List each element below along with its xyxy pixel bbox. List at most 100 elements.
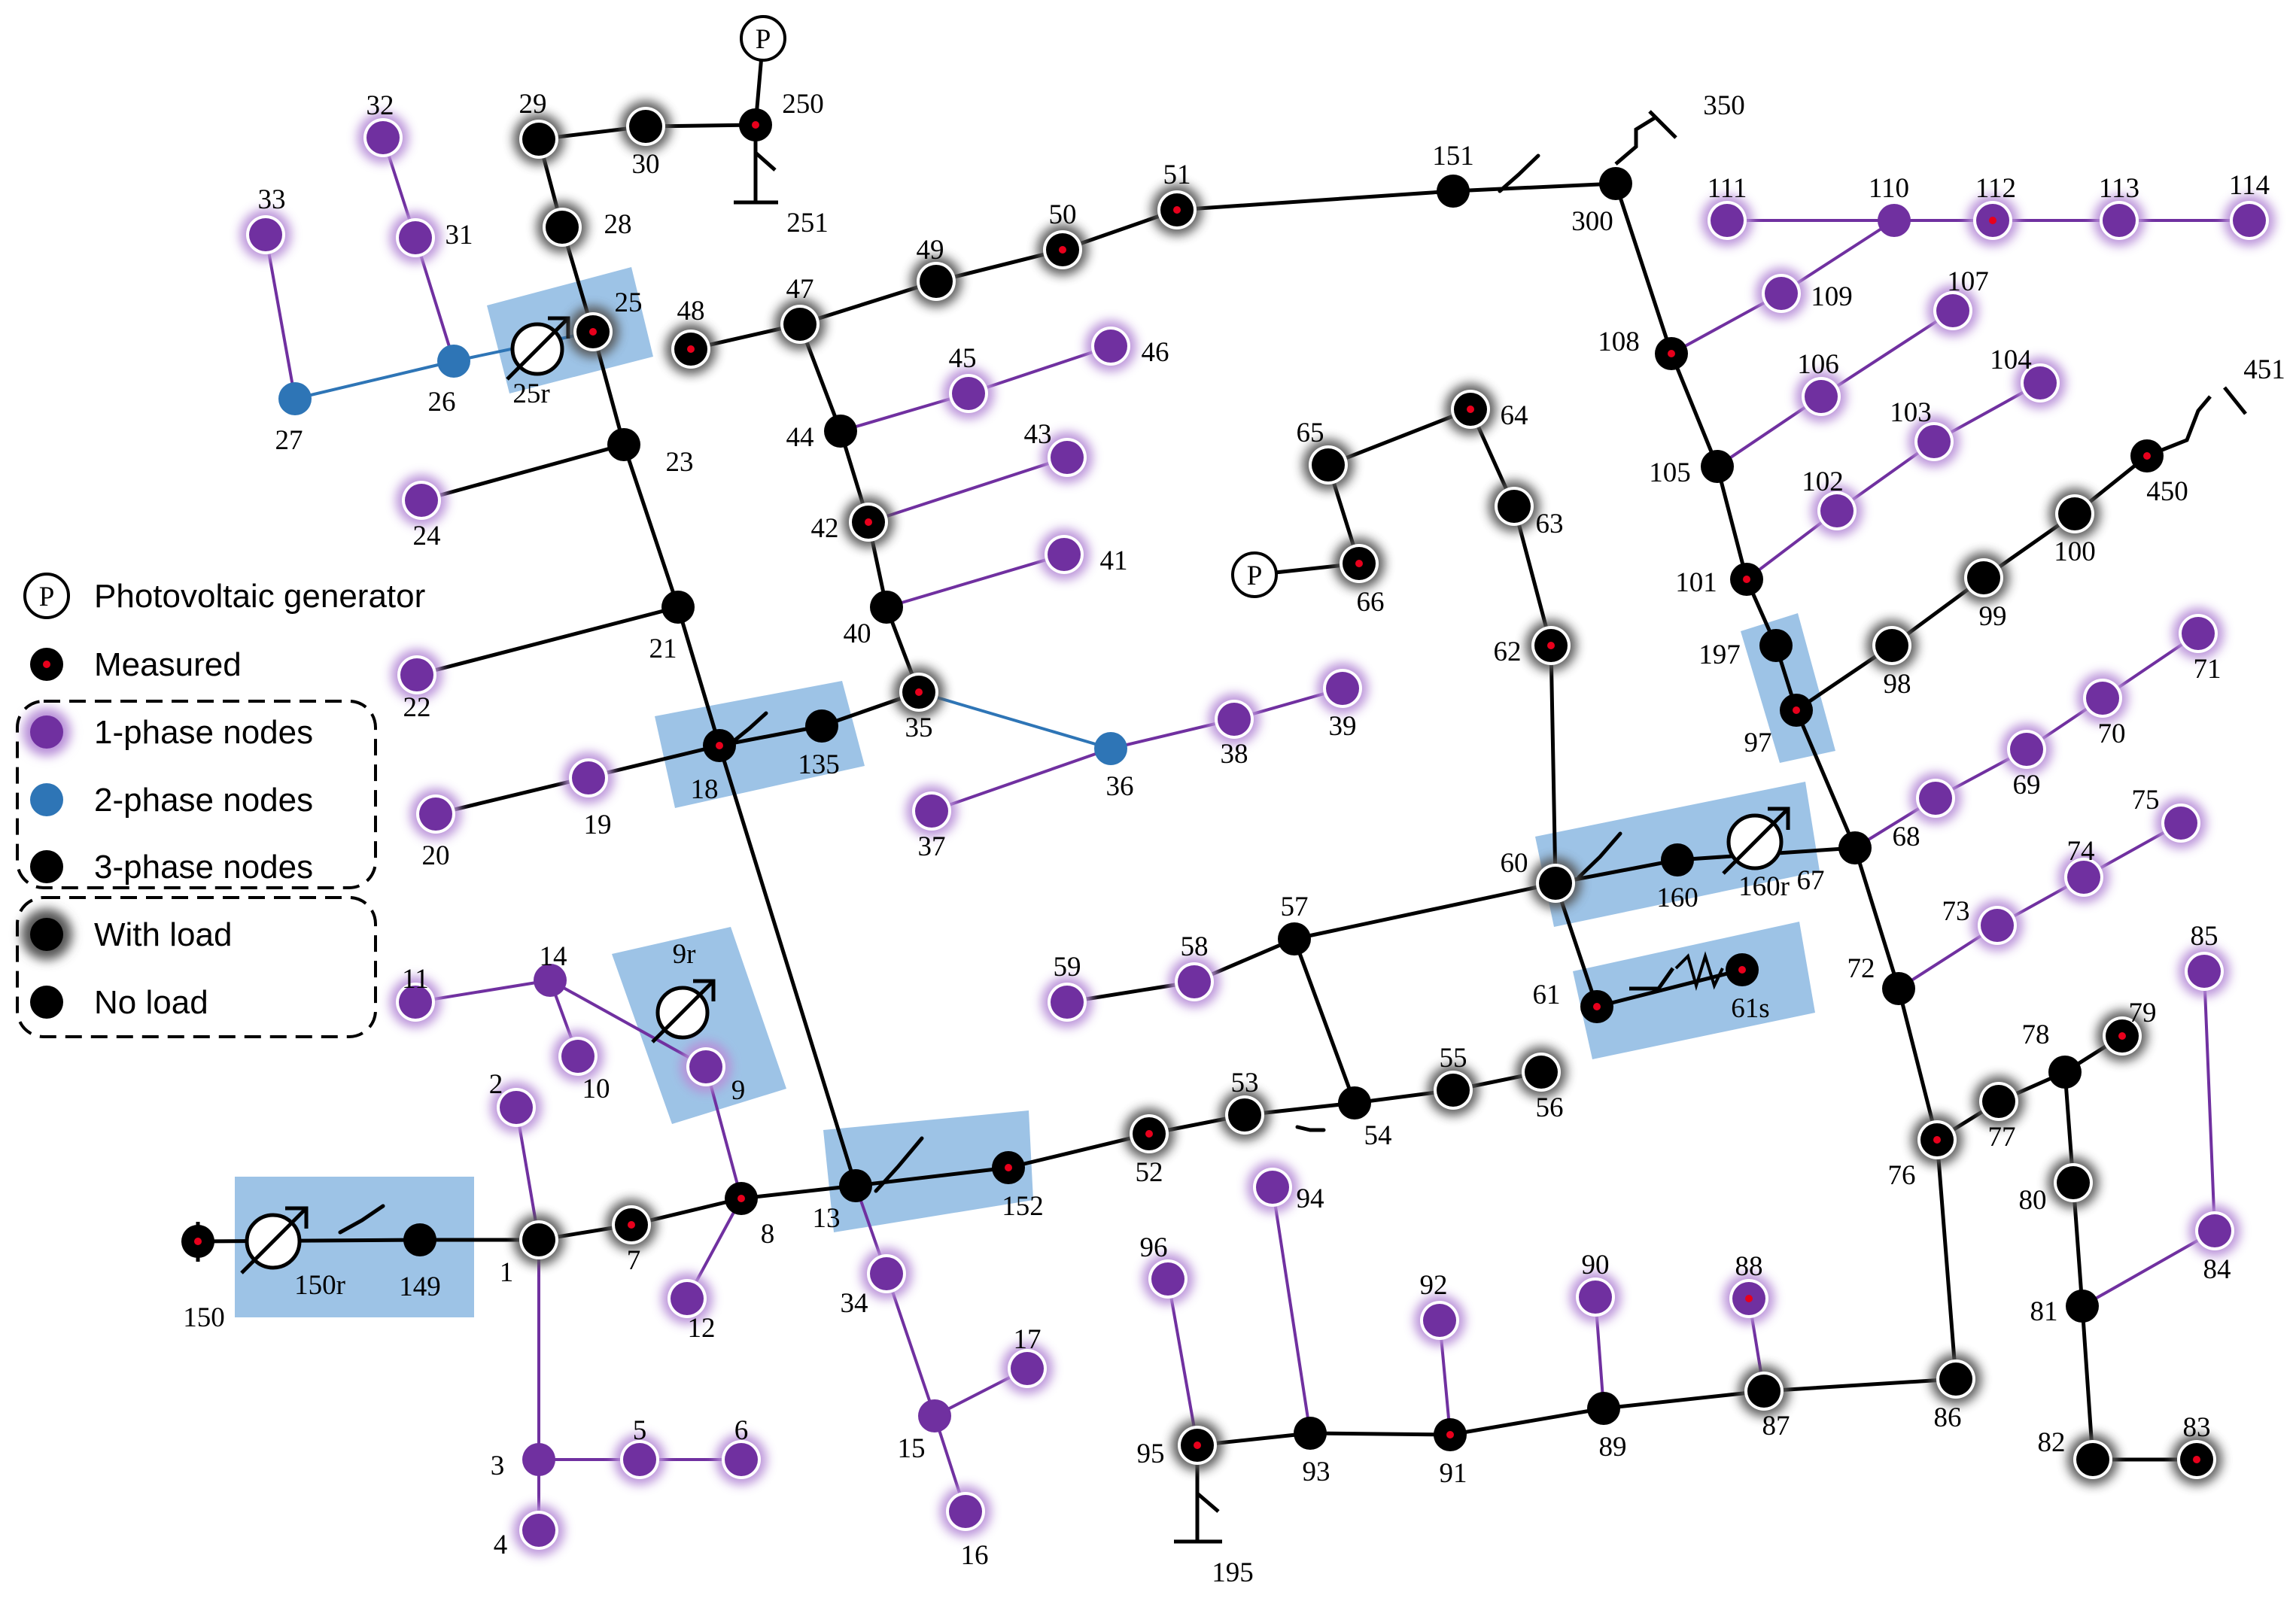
svg-text:P: P [39,582,55,612]
measured-marker [716,742,723,749]
line-18-21 [676,605,722,748]
measured-marker [1355,560,1363,567]
bus-label-151: 151 [1432,141,1474,172]
bus-node-107 [1927,285,1978,336]
measured-marker [1145,1130,1153,1138]
bus-label-152: 152 [1002,1191,1044,1222]
bus-node-18 [703,729,736,762]
regulator-arrow-25r [506,317,570,381]
bus-node-58 [1169,956,1220,1007]
measured-marker [1668,350,1675,357]
bus-node-56 [1516,1047,1567,1098]
line-23-24 [419,442,626,503]
switches-and-regulators: PP [182,15,2247,1544]
bus-label-22: 22 [403,692,431,723]
bus-label-31: 31 [446,220,473,251]
bus-label-74: 74 [2067,836,2095,867]
bus-node-100 [2049,488,2100,539]
bus-label-94: 94 [1297,1183,1324,1214]
bus-node-48 [665,324,716,375]
bus-label-47: 47 [786,274,814,305]
bus-label-93: 93 [1303,1457,1330,1487]
bus-node-114 [2224,195,2275,246]
bus-node-26 [437,345,470,378]
bus-label-106: 106 [1797,349,1839,380]
bus-node-29 [513,114,564,165]
bus-node-23 [607,428,640,461]
bus-node-113 [2094,195,2145,246]
bus-label-70: 70 [2098,718,2126,749]
line-150-149 [196,1238,422,1244]
bus-node-102 [1811,485,1863,536]
legend-one-phase-icon [30,715,63,749]
bus-node-103 [1908,416,1960,467]
terminal-stub-350 [1614,115,1657,166]
bus-label-3: 3 [491,1451,505,1481]
bus-label-36: 36 [1106,771,1134,802]
measured-marker [1933,1136,1941,1144]
bus-node-82 [2067,1434,2118,1485]
bus-node-67 [1838,831,1872,864]
bus-node-87 [1738,1366,1790,1417]
bus-node-32 [357,112,409,163]
bus-label-150r: 150r [294,1270,345,1301]
bus-label-34: 34 [841,1288,868,1319]
line-95-96 [1166,1277,1199,1447]
bus-label-23: 23 [666,447,694,478]
line-13-18 [717,743,858,1188]
line-86-87 [1762,1377,1958,1393]
bus-label-69: 69 [2013,770,2041,800]
bus-label-56: 56 [1536,1092,1564,1123]
measured-marker [1467,406,1474,413]
legend-one-phase: 1-phase nodes [94,714,313,751]
bus-node-8 [725,1182,758,1215]
bus-node-86 [1930,1353,1981,1405]
bus-node-37 [906,785,957,837]
bus-node-88 [1723,1273,1774,1324]
line-84-85 [2203,970,2216,1232]
bus-label-4: 4 [494,1530,508,1560]
bus-node-15 [918,1399,951,1432]
bus-node-79 [2097,1010,2148,1062]
bus-label-60: 60 [1501,848,1528,879]
bus-node-83 [2171,1434,2222,1485]
line-108-105 [1669,351,1720,469]
bus-node-70 [2077,673,2128,724]
bus-node-25 [567,306,619,357]
bus-node-69 [2001,724,2052,775]
bus-label-104: 104 [1990,345,2032,375]
bus-label-250: 250 [782,89,824,120]
bus-label-10: 10 [582,1074,610,1104]
legend-two-phase-icon [30,783,63,816]
bus-label-91: 91 [1440,1458,1467,1489]
bus-label-6: 6 [734,1415,749,1446]
bus-node-31 [390,212,441,263]
bus-label-67: 67 [1797,865,1825,896]
bus-node-53 [1219,1089,1270,1141]
bus-node-4 [513,1505,564,1556]
bus-label-24: 24 [413,521,441,551]
bus-node-46 [1085,321,1136,372]
bus-node-149 [403,1223,436,1256]
bus-node-47 [774,299,826,350]
measured-marker [1173,206,1181,214]
bus-label-451: 451 [2243,354,2285,385]
bus-label-111: 111 [1708,173,1747,204]
bus-label-96: 96 [1140,1232,1168,1263]
bus-label-61s: 61s [1731,993,1769,1024]
bus-node-94 [1247,1162,1298,1213]
bus-label-89: 89 [1599,1432,1627,1463]
bus-label-15: 15 [898,1433,926,1464]
measured-marker [687,345,695,353]
bus-label-57: 57 [1281,892,1309,922]
bus-node-150 [181,1225,214,1258]
bus-node-59 [1042,977,1093,1028]
bus-node-51 [1151,184,1203,235]
bus-node-62 [1525,620,1577,671]
bus-node-250 [739,108,772,141]
bus-label-82: 82 [2038,1427,2066,1458]
legend-with-load-icon [30,918,63,951]
bus-label-29: 29 [519,89,547,120]
switch-18-135 [731,711,768,743]
bus-node-101 [1730,563,1763,596]
